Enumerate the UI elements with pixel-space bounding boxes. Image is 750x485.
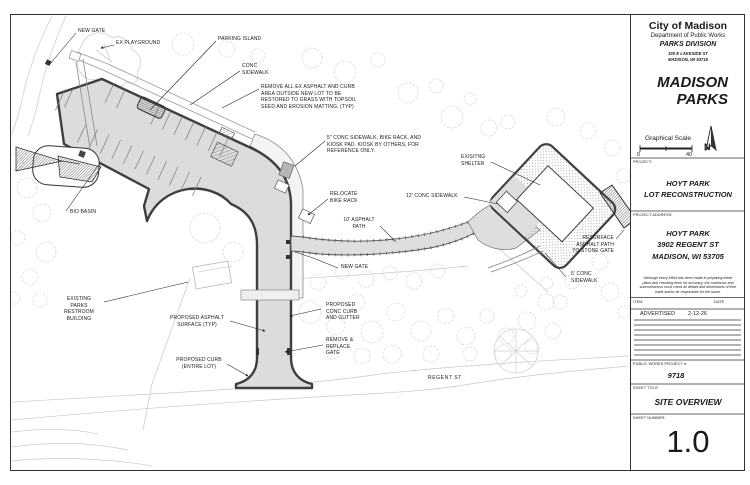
label-proposed-curb-lot: PROPOSED CURB (ENTIRE LOT) bbox=[176, 357, 222, 370]
label-conc-sidewalk-5: 5' CONC SIDEWALK bbox=[571, 271, 598, 284]
sheet-number: 1.0 bbox=[666, 424, 710, 459]
revision-item-header: ITEM bbox=[633, 300, 643, 304]
conc-sidewalk-5-shape bbox=[487, 245, 544, 273]
walk-through-lot bbox=[75, 58, 98, 149]
regent-st-north-edge bbox=[11, 355, 629, 403]
sheet-title-label: SHEET TITLE: bbox=[633, 386, 660, 390]
label-new-gate-top: NEW GATE bbox=[78, 28, 106, 34]
trees-layer bbox=[11, 32, 630, 365]
resurface-path-shape bbox=[599, 184, 630, 229]
scale-label: Graphical Scale bbox=[645, 135, 691, 142]
label-remove-asphalt-note: REMOVE ALL EX ASPHALT AND CURB AREA OUTS… bbox=[261, 84, 357, 110]
label-existing-restroom: EXISTING PARKS RESTROOM BUILDING bbox=[64, 296, 94, 322]
bio-basin-shape bbox=[15, 145, 102, 188]
shelter-building bbox=[515, 165, 595, 243]
sheet-number-label: SHEET NUMBER: bbox=[633, 416, 666, 420]
shelter-block bbox=[488, 143, 617, 269]
kiosk-pad bbox=[278, 161, 295, 180]
project-label: PROJECT: bbox=[633, 160, 653, 164]
north-arrow-icon bbox=[705, 125, 717, 152]
revision-row-date: 2-12-26 bbox=[688, 311, 707, 317]
sidewalk-crossing bbox=[240, 289, 300, 301]
label-new-gate-mid: NEW GATE bbox=[341, 264, 369, 270]
label-bio-basin: BIO BASIN bbox=[70, 209, 97, 215]
label-existing-shelter: EXISITNG SHELTER bbox=[461, 154, 486, 167]
label-relocate-bike-rack: RELOCATE BIKE RACK bbox=[330, 191, 358, 204]
scale-end: 40 bbox=[686, 152, 693, 158]
label-kiosk-note: 5" CONC SIDEWALK, BIKE RACK, AND KIOSK P… bbox=[327, 135, 422, 155]
restroom-building bbox=[191, 260, 233, 290]
scale-start: 0 bbox=[637, 152, 641, 158]
large-tree bbox=[493, 328, 539, 374]
revision-date-header: DATE bbox=[714, 300, 725, 304]
north-label: N bbox=[704, 142, 711, 152]
label-conc-sidewalk-12: 12' CONC SIDEWALK bbox=[406, 193, 458, 199]
project-number-label: PUBLIC WORKS PROJECT #: bbox=[633, 362, 688, 366]
stall-hatch-small bbox=[218, 126, 236, 141]
project-name: HOYT PARK LOT RECONSTRUCTION bbox=[644, 179, 732, 200]
parking-island-shape bbox=[136, 96, 166, 119]
playground-outline bbox=[76, 32, 142, 88]
label-regent-st: REGENT ST bbox=[428, 375, 462, 381]
division-address: 330 E LAKESIDE ST MADISON, WI 53715 bbox=[667, 51, 709, 62]
conc-sidewalk-top bbox=[68, 50, 256, 140]
sheet-title: SITE OVERVIEW bbox=[654, 397, 722, 407]
disclaimer-text: Although every effort has been made in p… bbox=[639, 276, 737, 295]
label-conc-sidewalk: CONC SIDEWALK bbox=[242, 63, 269, 76]
agency-name: City of Madison bbox=[648, 20, 728, 32]
project-number: 9718 bbox=[667, 371, 685, 380]
label-parking-island: PARKING ISLAND bbox=[218, 36, 262, 42]
label-remove-replace-gate: REMOVE & REPLACE GATE bbox=[326, 337, 354, 357]
bike-rack-pad bbox=[273, 179, 290, 194]
flow-arrow bbox=[15, 146, 64, 172]
scale-bar bbox=[639, 145, 693, 152]
regent-st-south-edge bbox=[11, 365, 629, 421]
parking-stalls bbox=[55, 84, 229, 196]
label-proposed-asphalt: PROPOSED ASPHALT SURFACE (TYP) bbox=[170, 315, 224, 328]
department-name: Department of Public Works bbox=[650, 33, 726, 39]
project-address-label: PROJECT ADDRESS: bbox=[633, 213, 673, 217]
existing-features-layer bbox=[11, 15, 142, 137]
label-asphalt-path-10: 10' ASPHALT PATH bbox=[343, 217, 375, 230]
asphalt-path-shape bbox=[290, 210, 497, 256]
division-name: PARKS DIVISION bbox=[659, 41, 717, 48]
label-resurface-path: RESURFACE ASPHALT PATH TO STONE GATE bbox=[572, 235, 614, 255]
title-block-rules bbox=[631, 157, 744, 415]
accessible-stall-hatch bbox=[210, 141, 239, 167]
path-tick-marks bbox=[302, 218, 497, 257]
parking-lot-shape bbox=[55, 77, 314, 390]
label-ex-playground: EX PLAYGROUND bbox=[116, 40, 161, 46]
project-address: HOYT PARK 3902 REGENT ST MADISON, WI 537… bbox=[652, 229, 724, 261]
sheet-border bbox=[10, 14, 745, 471]
leader-lines bbox=[49, 32, 625, 377]
revision-row-item: ADVERTISED bbox=[640, 311, 676, 317]
label-proposed-curb-gutter: PROPOSED CONC CURB AND GUTTER bbox=[326, 302, 360, 322]
